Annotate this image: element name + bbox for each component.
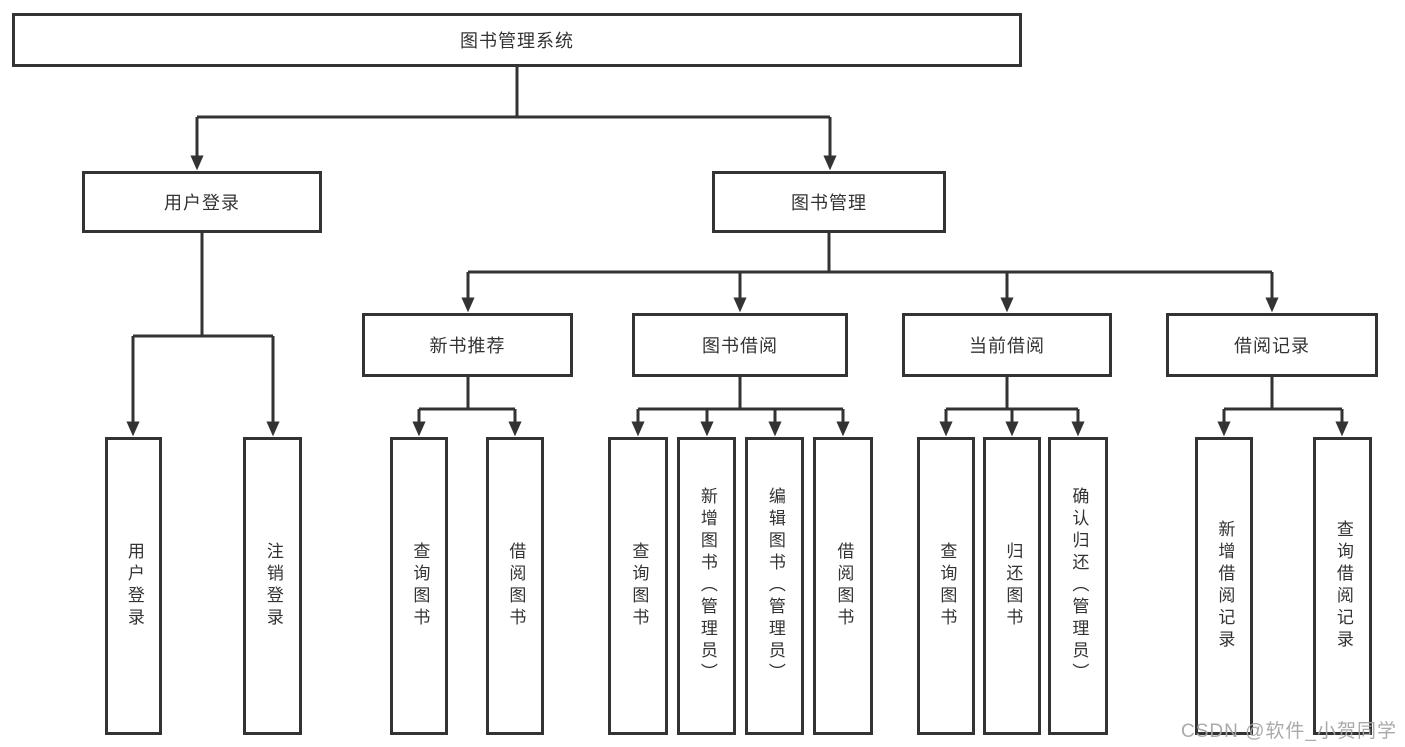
leaf-query-books-borrowing: 查询图书 — [608, 437, 668, 735]
edge-book-management-rail — [468, 233, 1272, 274]
leaf-logout-label: 注销登录 — [263, 542, 283, 630]
leaf-user-login: 用户登录 — [105, 437, 162, 735]
node-user-login-label: 用户登录 — [164, 193, 240, 213]
leaf-query-books-recommendation: 查询图书 — [390, 437, 448, 735]
leaf-query-books-current: 查询图书 — [917, 437, 975, 735]
edge-recommendation-rail — [419, 377, 515, 411]
node-user-login: 用户登录 — [82, 171, 322, 233]
node-current-borrowing: 当前借阅 — [902, 313, 1112, 377]
leaf-query-books-recommendation-label: 查询图书 — [410, 542, 430, 630]
node-book-borrowing: 图书借阅 — [632, 313, 848, 377]
leaf-confirm-return-admin: 确认归还（管理员） — [1048, 437, 1108, 735]
leaf-user-login-label: 用户登录 — [124, 542, 144, 630]
leaf-borrow-books-borrowing-label: 借阅图书 — [834, 542, 854, 630]
node-book-management-label: 图书管理 — [791, 193, 867, 213]
edge-records-rail — [1224, 377, 1342, 411]
leaf-query-books-borrowing-label: 查询图书 — [629, 542, 649, 630]
node-system-root-label: 图书管理系统 — [460, 31, 574, 51]
leaf-add-borrow-record-label: 新增借阅记录 — [1215, 520, 1235, 652]
leaf-query-books-current-label: 查询图书 — [937, 542, 957, 630]
csdn-watermark: CSDN @软件_小贺同学 — [1181, 721, 1397, 742]
node-current-borrowing-label: 当前借阅 — [969, 336, 1045, 356]
leaf-add-books-admin-label: 新增图书（管理员） — [697, 487, 717, 685]
leaf-borrow-books-recommendation: 借阅图书 — [486, 437, 544, 735]
edge-user-login-rail — [133, 233, 273, 338]
leaf-borrow-books-recommendation-label: 借阅图书 — [506, 542, 526, 630]
node-system-root: 图书管理系统 — [12, 13, 1022, 67]
leaf-edit-books-admin-label: 编辑图书（管理员） — [765, 487, 785, 685]
node-new-book-recommendation-label: 新书推荐 — [429, 336, 506, 356]
leaf-return-books: 归还图书 — [983, 437, 1041, 735]
edge-borrowing-rail — [638, 377, 843, 411]
node-borrowing-records-label: 借阅记录 — [1234, 336, 1310, 356]
leaf-add-books-admin: 新增图书（管理员） — [677, 437, 736, 735]
node-borrowing-records: 借阅记录 — [1166, 313, 1378, 377]
edge-root-rail — [197, 66, 830, 119]
leaf-query-borrow-record-label: 查询借阅记录 — [1333, 520, 1353, 652]
node-new-book-recommendation: 新书推荐 — [362, 313, 573, 377]
leaf-edit-books-admin: 编辑图书（管理员） — [745, 437, 804, 735]
leaf-return-books-label: 归还图书 — [1003, 542, 1023, 630]
edge-current-rail — [946, 377, 1078, 411]
leaf-logout: 注销登录 — [243, 437, 302, 735]
leaf-borrow-books-borrowing: 借阅图书 — [813, 437, 873, 735]
node-book-borrowing-label: 图书借阅 — [702, 336, 778, 356]
leaf-add-borrow-record: 新增借阅记录 — [1195, 437, 1253, 735]
leaf-query-borrow-record: 查询借阅记录 — [1313, 437, 1372, 735]
leaf-confirm-return-admin-label: 确认归还（管理员） — [1069, 487, 1089, 685]
node-book-management: 图书管理 — [712, 171, 946, 233]
